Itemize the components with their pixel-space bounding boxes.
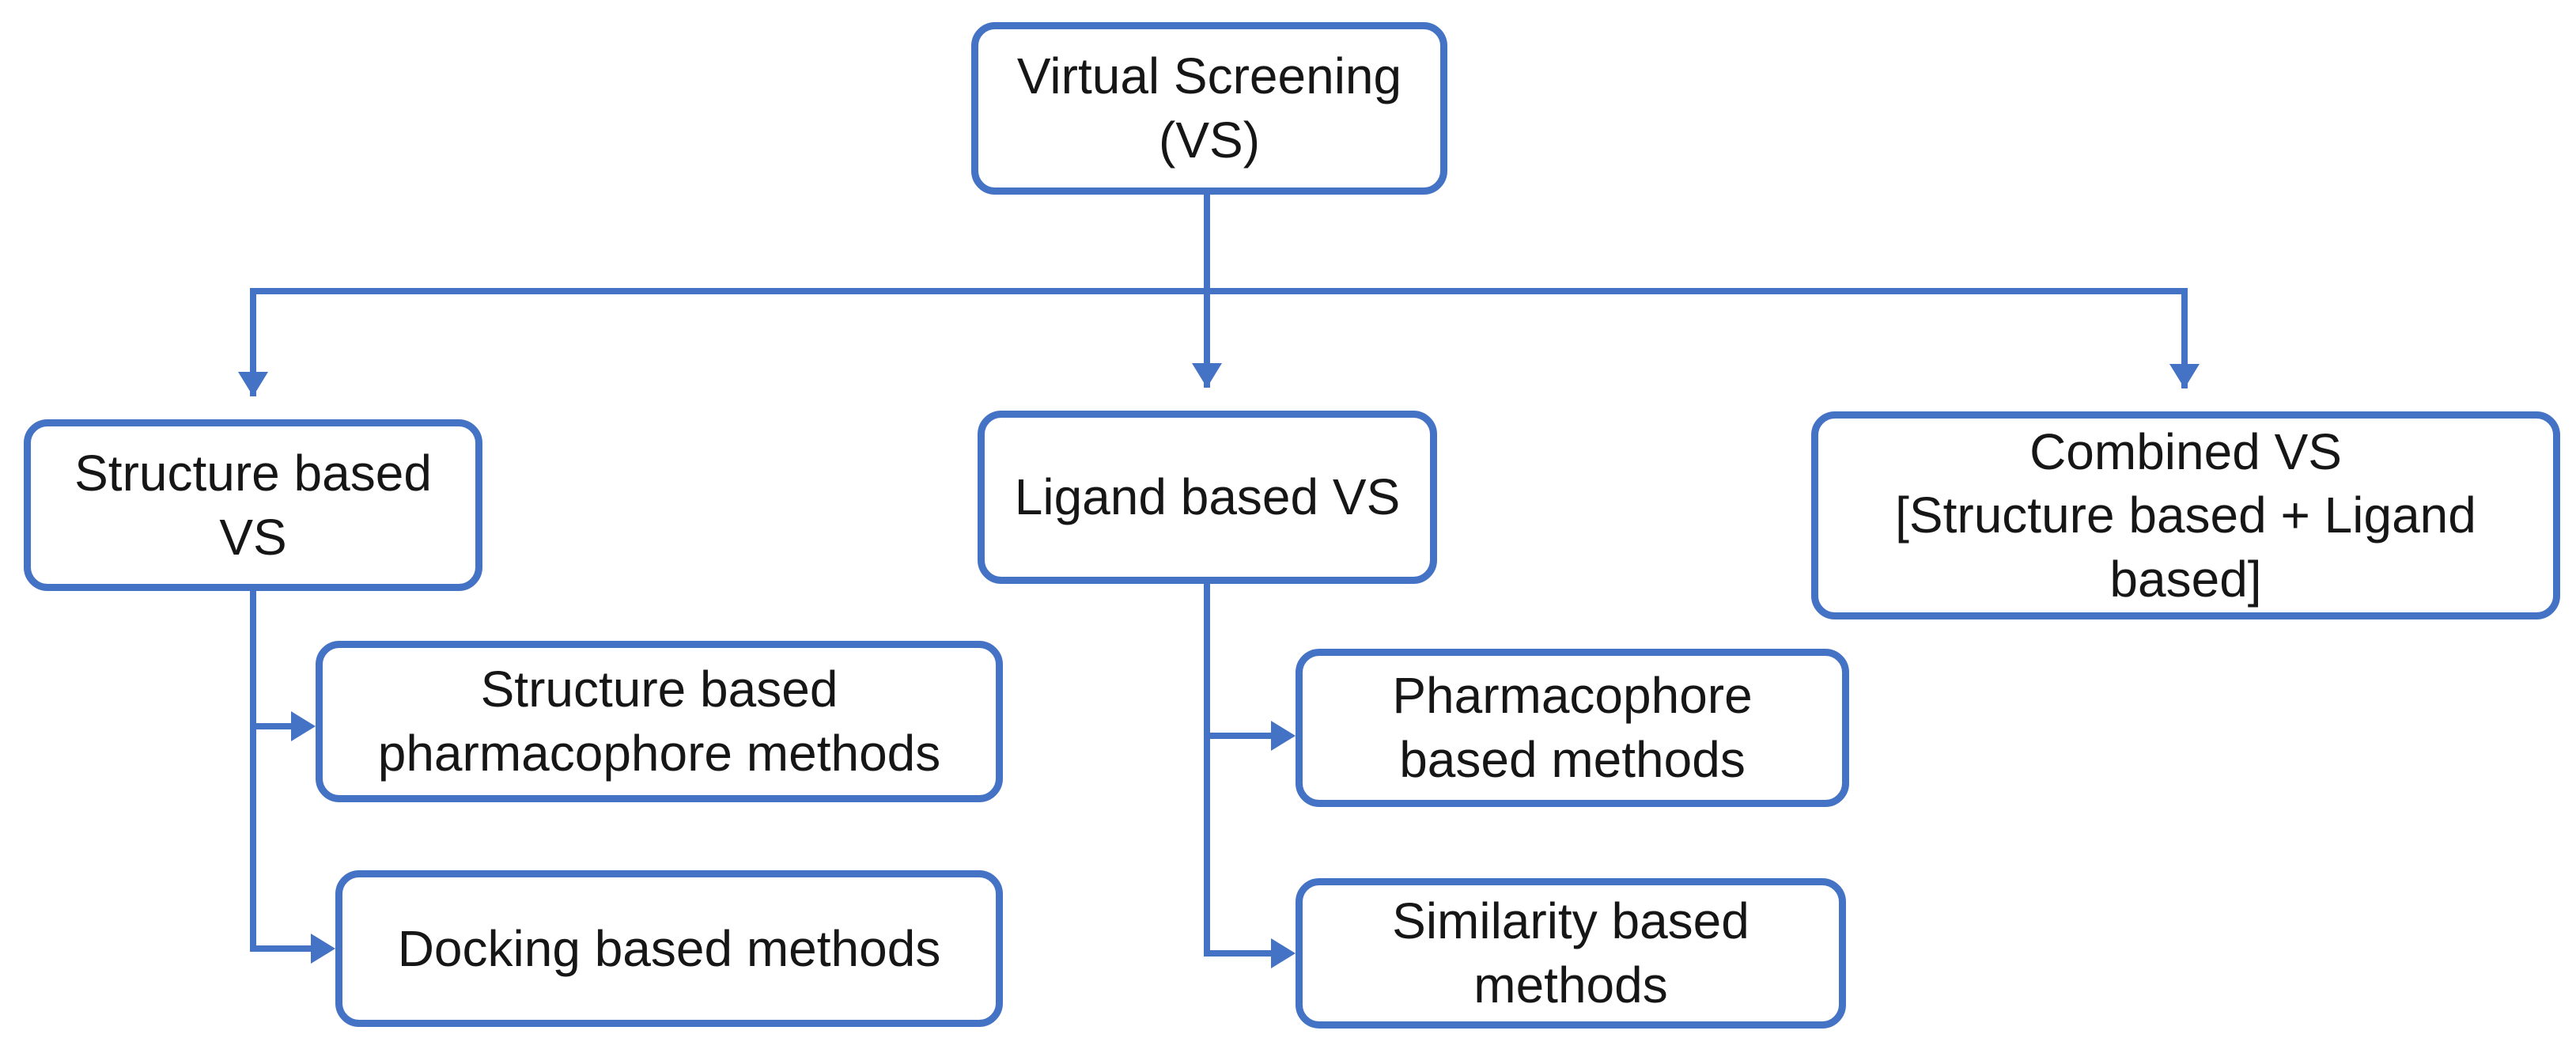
node-structure-based-vs-label: Structure based VS (74, 444, 432, 566)
structure-vs-children-stem-line (250, 591, 256, 952)
branch-bus-line (250, 288, 2188, 294)
edge-root-to-structure-vs-line (250, 288, 256, 396)
arrowhead-to-structure-vs-icon (238, 372, 268, 396)
arrowhead-to-docking-icon (311, 934, 335, 964)
node-structure-based-pharmacophore-methods: Structure based pharmacophore methods (316, 641, 1003, 802)
node-ligand-based-vs-label: Ligand based VS (1014, 468, 1401, 526)
node-virtual-screening-label: Virtual Screening (VS) (1016, 47, 1402, 169)
node-pharmacophore-based-methods-label: Pharmacophore based methods (1392, 667, 1753, 788)
node-combined-vs-label: Combined VS [Structure based + Ligand ba… (1895, 422, 2476, 608)
node-pharmacophore-based-methods: Pharmacophore based methods (1296, 649, 1849, 807)
node-similarity-based-methods-label: Similarity based methods (1392, 892, 1749, 1013)
ligand-vs-children-stem-line (1204, 584, 1210, 957)
edge-structure-vs-to-struct-pharma-line (250, 723, 293, 729)
node-docking-based-methods: Docking based methods (335, 870, 1003, 1027)
edge-structure-vs-to-docking-line (250, 945, 312, 952)
edge-ligand-vs-to-pharma-based-line (1204, 733, 1272, 739)
arrowhead-to-ligand-vs-icon (1192, 363, 1222, 388)
edge-root-to-combined-vs-line (2181, 288, 2188, 388)
arrowhead-to-combined-vs-icon (2169, 364, 2200, 388)
arrowhead-to-pharma-based-icon (1271, 721, 1296, 751)
node-docking-based-methods-label: Docking based methods (397, 919, 941, 977)
edge-ligand-vs-to-similarity-line (1204, 950, 1272, 957)
arrowhead-to-struct-pharma-icon (291, 711, 316, 741)
node-combined-vs: Combined VS [Structure based + Ligand ba… (1811, 411, 2560, 619)
node-structure-based-vs: Structure based VS (24, 419, 482, 591)
node-virtual-screening: Virtual Screening (VS) (971, 22, 1447, 195)
node-ligand-based-vs: Ligand based VS (978, 411, 1437, 584)
node-structure-based-pharmacophore-methods-label: Structure based pharmacophore methods (377, 661, 941, 782)
arrowhead-to-similarity-icon (1271, 938, 1296, 968)
node-similarity-based-methods: Similarity based methods (1296, 878, 1846, 1029)
